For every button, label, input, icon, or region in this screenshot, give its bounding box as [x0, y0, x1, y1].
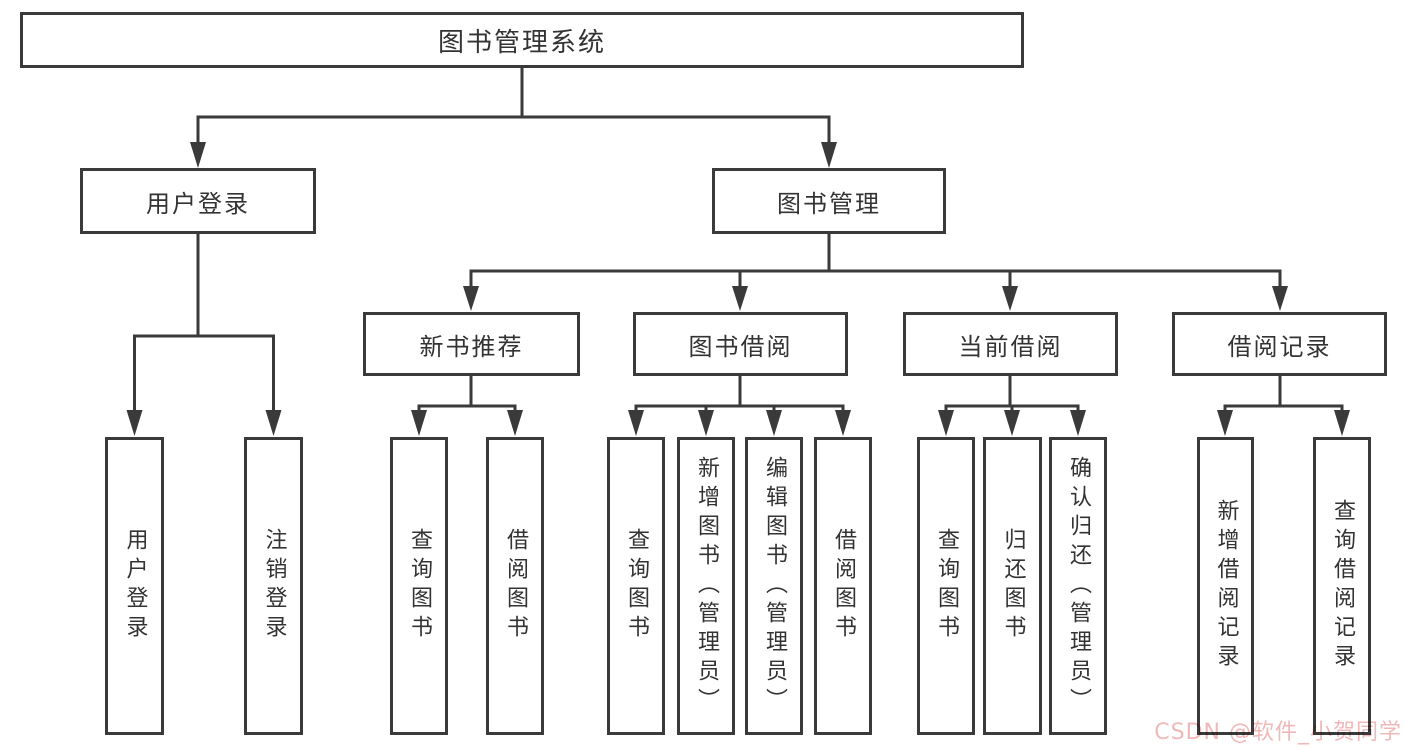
leaf-records-add-borrow-record-label: 新增借阅记录 — [1213, 499, 1239, 673]
leaf-newbook-query-books-label: 查询图书 — [407, 528, 432, 644]
leaf-logout-label: 注销登录 — [261, 528, 287, 644]
leaf-borrowing-add-books-admin-label: 新增图书（管理员） — [694, 455, 719, 717]
leaf-borrowing-edit-books-admin-label: 编辑图书（管理员） — [762, 455, 787, 717]
leaf-current-query-books: 查询图书 — [917, 437, 975, 735]
node-borrowing-records-label: 借阅记录 — [1227, 332, 1332, 361]
leaf-borrowing-borrow-books: 借阅图书 — [814, 437, 872, 735]
leaf-logout: 注销登录 — [244, 437, 303, 735]
node-root: 图书管理系统 — [20, 12, 1024, 68]
leaf-records-query-borrow-record: 查询借阅记录 — [1313, 437, 1371, 735]
leaf-borrowing-query-books-label: 查询图书 — [624, 528, 649, 644]
node-borrowing-records: 借阅记录 — [1172, 312, 1387, 376]
leaf-current-confirm-return-admin-label: 确认归还（管理员） — [1066, 455, 1091, 717]
leaf-newbook-query-books: 查询图书 — [390, 437, 448, 735]
node-book-borrowing: 图书借阅 — [633, 312, 848, 376]
leaf-records-query-borrow-record-label: 查询借阅记录 — [1330, 499, 1355, 673]
leaf-newbook-borrow-books-label: 借阅图书 — [503, 528, 528, 644]
leaf-records-add-borrow-record: 新增借阅记录 — [1197, 437, 1254, 735]
node-book-management-label: 图书管理 — [777, 189, 881, 218]
node-user-login-label: 用户登录 — [146, 189, 250, 218]
node-user-login: 用户登录 — [80, 168, 316, 234]
node-new-book-recommendation: 新书推荐 — [363, 312, 580, 376]
node-current-borrowing-label: 当前借阅 — [958, 332, 1063, 361]
node-current-borrowing: 当前借阅 — [903, 312, 1118, 376]
node-new-book-recommendation-label: 新书推荐 — [419, 332, 524, 361]
leaf-current-return-books-label: 归还图书 — [1000, 528, 1026, 644]
node-book-management: 图书管理 — [712, 168, 946, 234]
leaf-borrowing-add-books-admin: 新增图书（管理员） — [677, 437, 735, 735]
leaf-current-return-books: 归还图书 — [983, 437, 1042, 735]
leaf-user-login: 用户登录 — [105, 437, 164, 735]
leaf-borrowing-borrow-books-label: 借阅图书 — [831, 528, 856, 644]
node-book-borrowing-label: 图书借阅 — [688, 332, 793, 361]
leaf-newbook-borrow-books: 借阅图书 — [486, 437, 544, 735]
leaf-current-confirm-return-admin: 确认归还（管理员） — [1049, 437, 1107, 735]
node-root-label: 图书管理系统 — [437, 27, 606, 58]
leaf-user-login-label: 用户登录 — [122, 528, 148, 644]
leaf-borrowing-edit-books-admin: 编辑图书（管理员） — [745, 437, 803, 735]
leaf-current-query-books-label: 查询图书 — [934, 528, 959, 644]
leaf-borrowing-query-books: 查询图书 — [607, 437, 665, 735]
watermark: CSDN @软件_小贺同学 — [1154, 720, 1402, 745]
